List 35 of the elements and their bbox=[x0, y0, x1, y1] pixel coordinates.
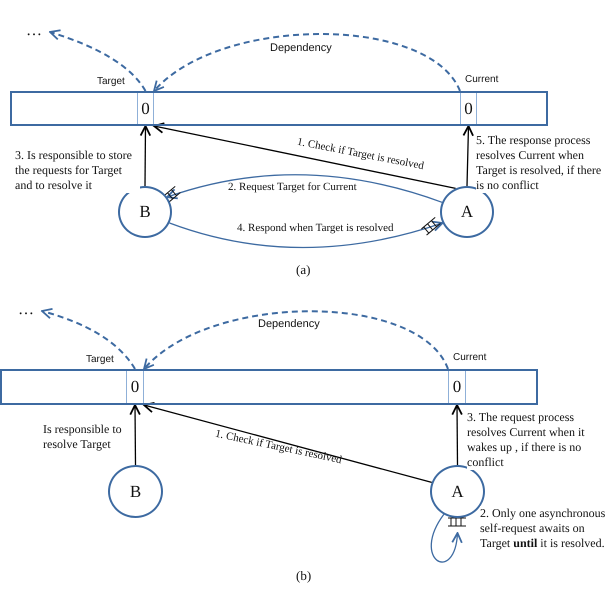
array-cell: 0 bbox=[137, 93, 154, 124]
dashed-arrow bbox=[153, 33, 461, 92]
array-cell: 0 bbox=[126, 371, 144, 403]
array-cell: 0 bbox=[448, 371, 466, 403]
arrow bbox=[153, 122, 456, 190]
arrow bbox=[129, 404, 141, 465]
ellipsis-text: … bbox=[26, 24, 50, 40]
ellipsis-text: … bbox=[18, 303, 42, 319]
cell-caption: Target bbox=[97, 76, 127, 87]
dashed-arrow bbox=[49, 30, 146, 92]
arrow bbox=[166, 174, 442, 203]
cell-caption: Target bbox=[86, 354, 116, 365]
dashed-arrow bbox=[143, 310, 449, 370]
array-bar bbox=[10, 91, 548, 126]
dashed-arrow bbox=[41, 308, 136, 370]
process-circle: B bbox=[108, 465, 163, 518]
array-bar bbox=[0, 369, 538, 405]
edge-label: 1. Check if Target is resolved bbox=[296, 136, 425, 172]
arrow bbox=[462, 125, 474, 186]
edge-label: 1. Check if Target is resolved bbox=[214, 428, 343, 466]
array-cell: 0 bbox=[460, 93, 477, 124]
panel-label: (b) bbox=[296, 568, 312, 584]
arrow bbox=[143, 402, 432, 484]
note-text: 3. Is responsible to store the requests for Target and to resolve it bbox=[15, 148, 140, 193]
edge-label: Dependency bbox=[270, 42, 332, 54]
panel-label: (a) bbox=[296, 262, 310, 278]
arrow bbox=[169, 220, 444, 248]
process-circle: B bbox=[118, 186, 172, 238]
arrow bbox=[451, 404, 463, 465]
arrow bbox=[140, 125, 152, 186]
note-text: 3. The request process resolves Current when it wakes up , if there is no conflict bbox=[467, 410, 587, 470]
edge-label: 4. Respond when Target is resolved bbox=[237, 222, 394, 234]
self-loop-arrow bbox=[430, 514, 462, 563]
edge-label: Dependency bbox=[258, 318, 320, 330]
edge-label: 2. Request Target for Current bbox=[228, 181, 357, 193]
